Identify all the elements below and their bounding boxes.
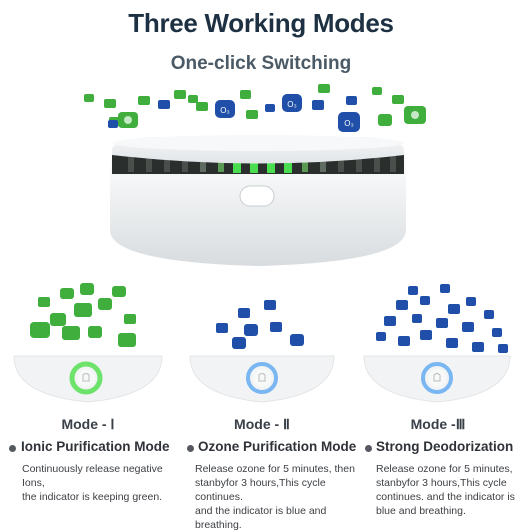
negative-ion-icon <box>188 95 198 103</box>
mode-1-title: Ionic Purification Mode <box>21 439 170 454</box>
power-button[interactable] <box>239 185 275 207</box>
mode-3-description: Release ozone for 5 minutes, stanbyfor 3… <box>376 463 515 517</box>
air-purifier-device <box>110 135 406 266</box>
negative-ion-icon <box>158 100 170 109</box>
product-scene: O₃ O₃ O₃ <box>13 84 511 403</box>
svg-text:O₃: O₃ <box>287 100 296 109</box>
bullet-dot <box>365 445 372 452</box>
ozone-cluster <box>216 300 304 349</box>
negative-ion-icon <box>392 95 404 104</box>
mode-1-description: Continuously release negative Ions, the … <box>22 463 163 503</box>
mode-1-label: Mode - Ⅰ <box>61 416 115 432</box>
green-indicator-ring <box>69 361 103 395</box>
negative-ion-icon <box>312 100 324 110</box>
negative-ion-icon <box>118 112 138 128</box>
bullet-dot <box>187 445 194 452</box>
mode-2-label: Mode - Ⅱ <box>234 416 290 432</box>
ozone-molecule-icon: O₃ <box>282 94 302 112</box>
mode-3-panel <box>363 284 511 403</box>
negative-ion-icon <box>104 99 116 108</box>
negative-ion-icon <box>240 90 251 99</box>
negative-ion-icon <box>372 87 382 95</box>
mode-3-title: Strong Deodorization <box>376 439 514 454</box>
negative-ion-cluster <box>30 283 136 347</box>
negative-ion-icon <box>378 114 392 126</box>
svg-text:O₃: O₃ <box>220 106 229 115</box>
page-subtitle: One-click Switching <box>170 53 352 74</box>
negative-ion-icon <box>265 104 275 112</box>
negative-ion-icon <box>404 106 426 124</box>
mode-3-label: Mode -Ⅲ <box>410 416 466 432</box>
negative-ion-icon <box>84 94 94 102</box>
mode-2-panel <box>189 300 335 403</box>
ozone-molecule-icon: O₃ <box>215 100 235 118</box>
negative-ion-icon <box>174 90 186 99</box>
blue-indicator-ring <box>246 362 278 394</box>
ozone-cluster-dense <box>376 284 508 353</box>
power-symbol-icon <box>433 373 441 382</box>
svg-text:O₃: O₃ <box>344 119 353 128</box>
negative-ion-icon <box>196 102 208 111</box>
negative-ion-icon <box>246 110 258 119</box>
mode-2-title: Ozone Purification Mode <box>198 439 357 454</box>
power-symbol-icon <box>82 373 90 382</box>
ion-cloud-top: O₃ O₃ O₃ <box>84 84 426 132</box>
page-title: Three Working Modes <box>128 8 394 38</box>
bullet-dot <box>9 445 16 452</box>
negative-ion-icon <box>138 96 150 105</box>
negative-ion-icon <box>346 96 357 105</box>
ozone-molecule-icon: O₃ <box>338 112 360 132</box>
negative-ion-icon <box>318 84 330 93</box>
blue-indicator-ring <box>421 362 453 394</box>
mode-2-description: Release ozone for 5 minutes, then stanby… <box>195 463 355 531</box>
power-symbol-icon <box>258 373 266 382</box>
mode-1-panel <box>13 283 163 403</box>
negative-ion-icon <box>108 120 118 128</box>
